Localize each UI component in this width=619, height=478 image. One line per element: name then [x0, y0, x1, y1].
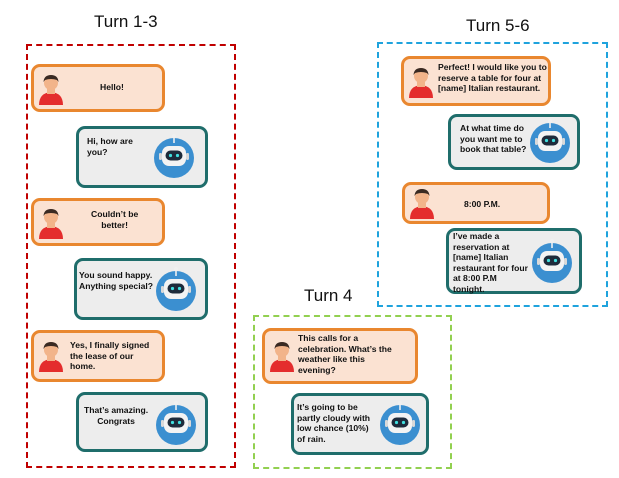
bot-message-bubble	[291, 393, 429, 455]
robot-icon	[156, 267, 196, 311]
robot-icon	[530, 119, 570, 163]
bot-message-text: At what time do you want me to book that…	[460, 123, 527, 155]
user-message-text: Yes, I finally signed the lease of our h…	[70, 340, 150, 372]
user-message-text: Hello!	[100, 82, 124, 92]
turn-5-6-label: Turn 5-6	[466, 16, 530, 35]
person-icon	[39, 209, 63, 239]
bot-message-text: That’s amazing. Congrats	[84, 405, 149, 426]
person-icon	[409, 68, 433, 98]
user-message-text: This calls for a celebration. What’s the…	[298, 333, 392, 375]
person-icon	[270, 342, 294, 372]
user-message-text: 8:00 P.M.	[464, 199, 501, 209]
robot-icon	[380, 401, 420, 445]
bot-message-text: You sound happy. Anything special?	[79, 270, 154, 291]
user-message-text: Couldn’t be better!	[91, 209, 139, 230]
turn-1-3-label: Turn 1-3	[94, 12, 158, 31]
bot-message-bubble	[74, 258, 208, 320]
user-message-text: Perfect! I would like you to reserve a t…	[438, 62, 547, 94]
turn-1-3-frame	[26, 44, 236, 468]
robot-icon	[532, 239, 572, 283]
robot-icon	[156, 401, 196, 445]
bot-message-text: It’s going to be partly cloudy with low …	[297, 402, 371, 444]
robot-icon	[154, 134, 194, 178]
turn-5-6-frame	[377, 42, 608, 307]
person-icon	[410, 189, 434, 219]
person-icon	[39, 342, 63, 372]
person-icon	[39, 75, 63, 105]
bot-message-text: I’ve made a reservation at [name] Italia…	[453, 231, 528, 294]
turn-4-label: Turn 4	[304, 286, 353, 305]
turn-4-frame	[253, 315, 452, 469]
user-message-bubble	[262, 328, 418, 384]
bot-message-text: Hi, how are you?	[87, 136, 133, 157]
